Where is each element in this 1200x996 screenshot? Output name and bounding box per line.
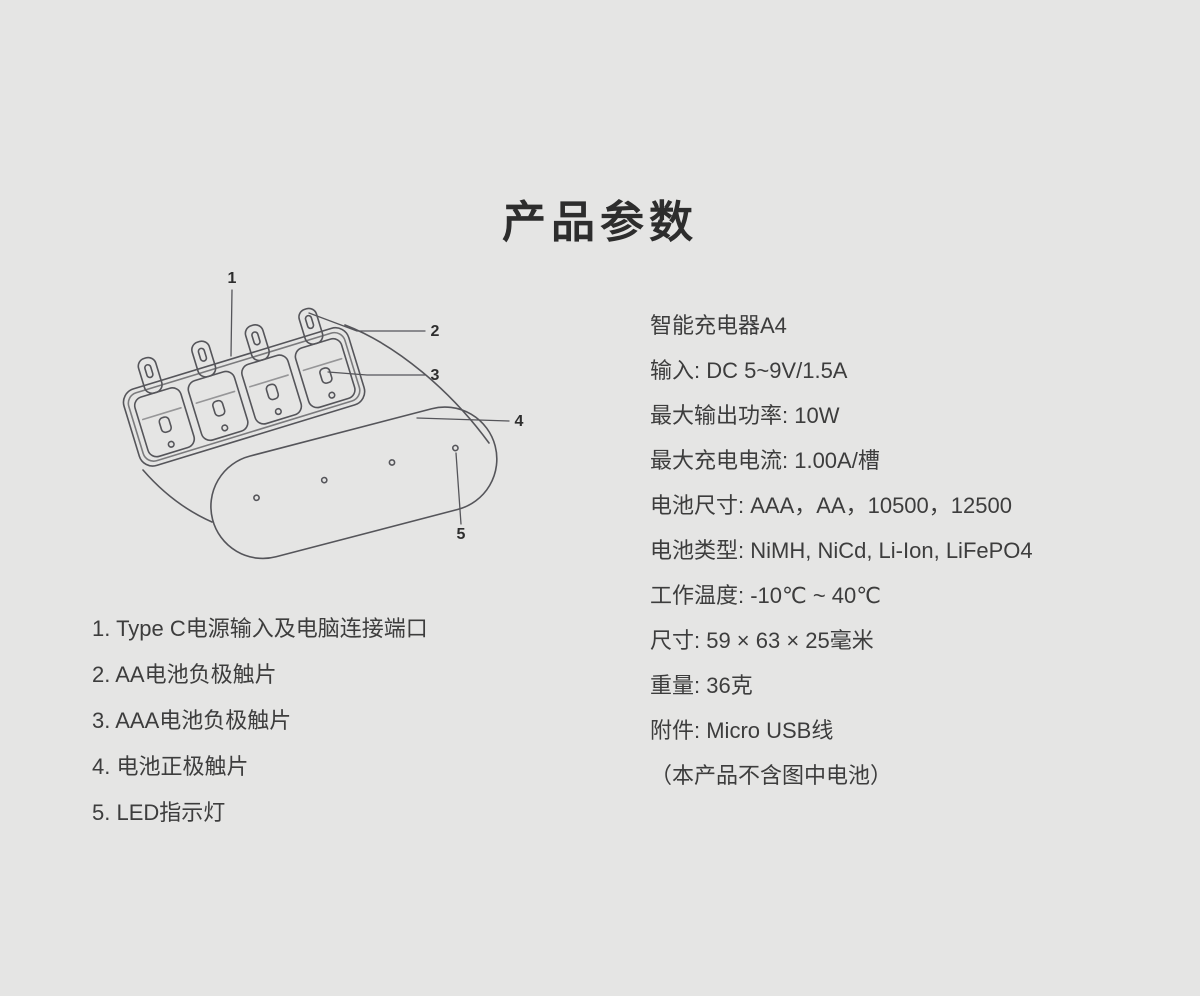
legend-item-aaa-negative: 3. AAA电池负极触片	[92, 708, 292, 733]
legend-item-led-indicator: 5. LED指示灯	[92, 800, 226, 825]
callout-line-4	[416, 417, 510, 422]
spec-list: 智能充电器A4 输入: DC 5~9V/1.5A 最大输出功率: 10W 最大充…	[650, 303, 1033, 798]
callout-label-2: 2	[431, 323, 440, 340]
charger-left-shoulder	[142, 469, 213, 523]
callout-label-4: 4	[515, 413, 524, 430]
spec-line-battery-types: 电池类型: NiMH, NiCd, Li-Ion, LiFePO4	[650, 538, 1033, 563]
callout-line-2	[308, 312, 426, 332]
spec-line-operating-temp: 工作温度: -10℃ ~ 40℃	[650, 583, 881, 608]
spec-line-max-output-power: 最大输出功率: 10W	[650, 403, 840, 428]
battery-slot-4	[281, 301, 358, 411]
page-title: 产品参数	[502, 198, 698, 247]
spec-line-input: 输入: DC 5~9V/1.5A	[650, 358, 848, 383]
callout-line-1	[230, 289, 233, 357]
led-dot-4	[451, 444, 459, 452]
spec-line-dimensions: 尺寸: 59 × 63 × 25毫米	[650, 628, 874, 653]
spec-line-note: （本产品不含图中电池）	[650, 763, 893, 788]
callout-label-5: 5	[457, 526, 466, 543]
charger-right-shoulder	[344, 324, 490, 444]
led-dot-3	[388, 459, 396, 466]
callout-lines	[230, 289, 510, 525]
legend-item-aa-negative: 2. AA电池负极触片	[92, 662, 277, 687]
legend-item-positive-contact: 4. 电池正极触片	[92, 754, 249, 779]
diagram-legend: 1. Type C电源输入及电脑连接端口 2. AA电池负极触片 3. AAA电…	[92, 606, 428, 836]
battery-slot-2	[174, 334, 251, 444]
spec-line-product-name: 智能充电器A4	[650, 313, 787, 338]
charger-top-deck	[121, 301, 366, 467]
spec-line-max-charge-current: 最大充电电流: 1.00A/槽	[650, 448, 880, 473]
callout-line-5	[455, 452, 462, 525]
charger-front-face	[210, 406, 498, 560]
spec-line-weight: 重量: 36克	[650, 673, 753, 698]
callout-line-3	[327, 371, 426, 376]
legend-item-type-c-port: 1. Type C电源输入及电脑连接端口	[92, 616, 428, 641]
callout-label-1: 1	[228, 270, 237, 287]
spec-line-accessories: 附件: Micro USB线	[650, 718, 834, 743]
battery-slot-3	[228, 317, 305, 427]
callout-numbers: 1 2 3 4 5	[228, 270, 524, 543]
battery-slot-1	[121, 350, 198, 460]
product-diagram: 1 2 3 4 5	[121, 270, 524, 560]
led-dot-1	[253, 494, 260, 502]
spec-line-battery-sizes: 电池尺寸: AAA，AA，10500，12500	[650, 493, 1012, 518]
callout-label-3: 3	[431, 367, 440, 384]
led-dot-2	[320, 476, 328, 484]
